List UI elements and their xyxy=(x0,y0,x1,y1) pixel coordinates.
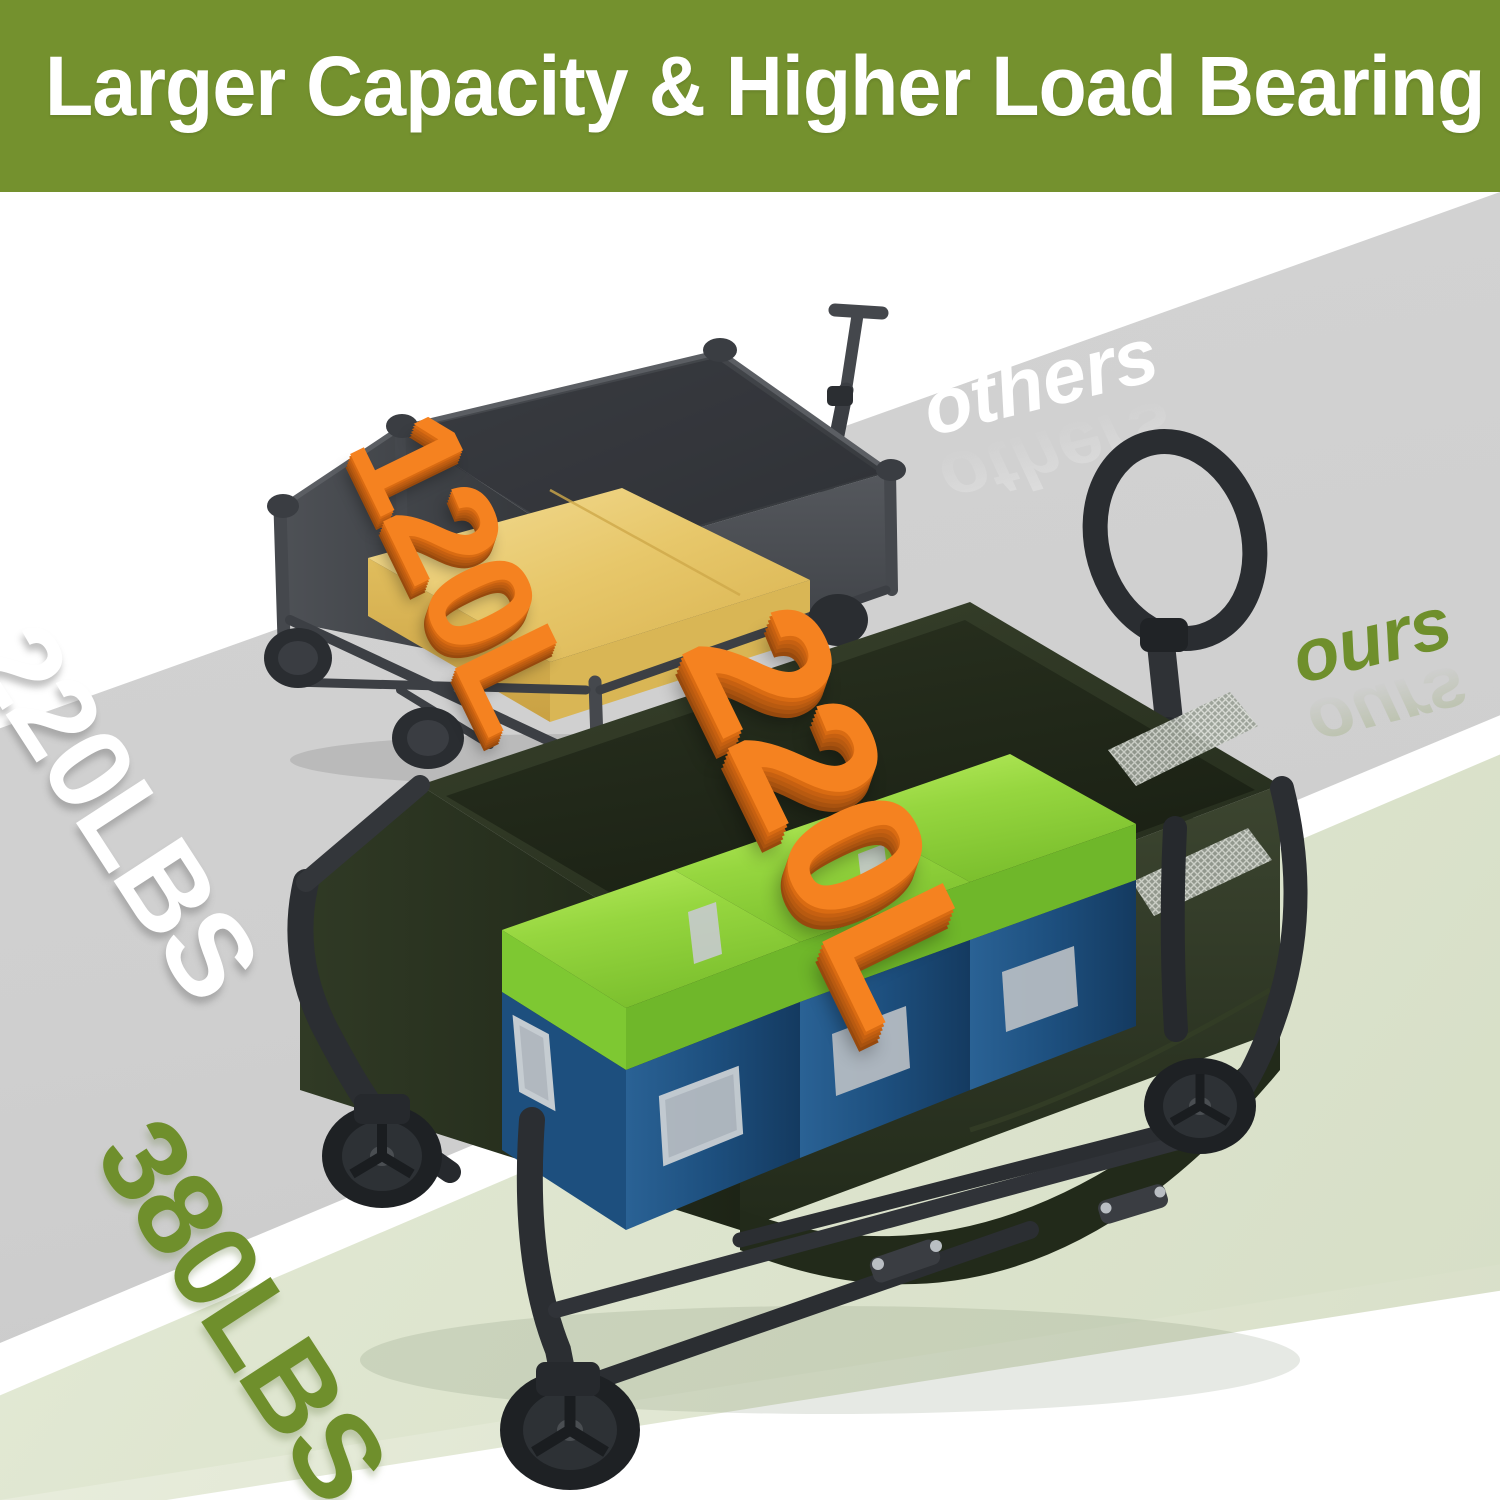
cooler-handle xyxy=(512,1014,744,1167)
competitor-corner-caps xyxy=(267,338,906,518)
ours-wagon-shadow xyxy=(360,1306,1300,1414)
header-banner: Larger Capacity & Higher Load Bearing xyxy=(0,0,1500,192)
handle-adjust-collar xyxy=(1140,618,1188,652)
competitor-wheels xyxy=(264,594,868,769)
ours-cooler-3 xyxy=(842,754,1136,1090)
caster-bracket xyxy=(536,1362,600,1396)
competitor-interior xyxy=(400,358,880,554)
competitor-rim xyxy=(278,349,892,511)
ours-mesh-pocket-upper xyxy=(1108,692,1258,786)
competitor-wagon-illustration xyxy=(250,290,910,790)
caster-bracket xyxy=(354,1094,410,1124)
page-title: Larger Capacity & Higher Load Bearing xyxy=(45,39,1485,133)
handle-collar xyxy=(827,386,853,406)
ours-wheel-rear-right xyxy=(1144,1058,1256,1154)
ours-fabric-crease xyxy=(969,987,1272,1133)
ours-wagon-illustration xyxy=(270,428,1330,1490)
ours-wheel-front-left xyxy=(500,1362,640,1490)
ours-cooler-2 xyxy=(674,812,970,1158)
cooler-handle xyxy=(688,902,910,1096)
ours-wheel-rear-left xyxy=(322,1094,442,1208)
cooler-handle xyxy=(858,844,1078,1032)
ours-cooler-1 xyxy=(502,870,800,1230)
